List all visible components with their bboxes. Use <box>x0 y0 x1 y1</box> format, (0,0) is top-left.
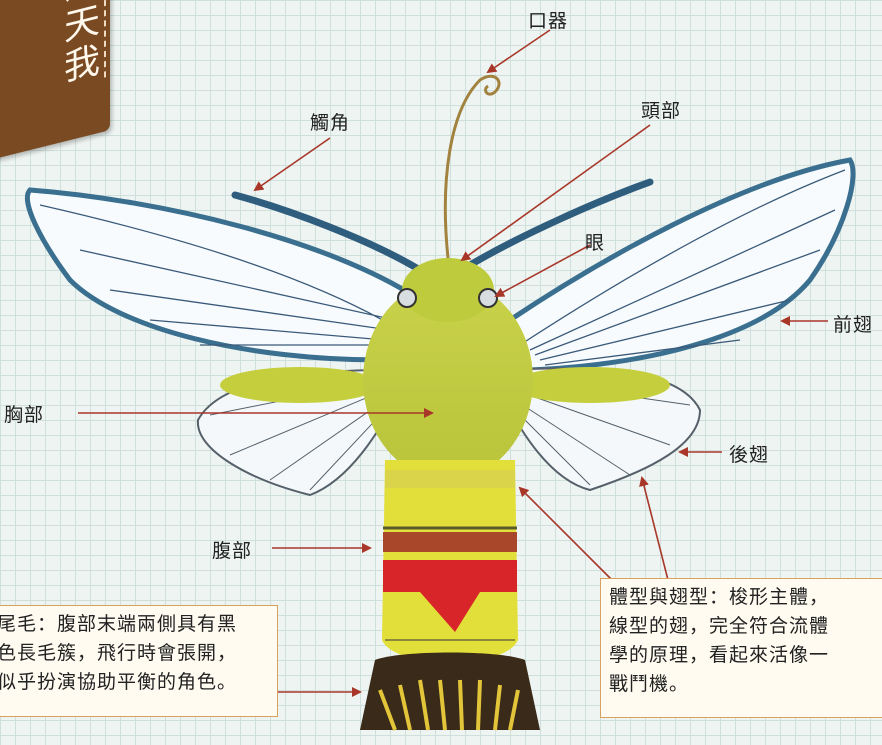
label-thorax: 胸部 <box>4 400 44 427</box>
tail-tuft <box>360 653 540 731</box>
arrow-antenna <box>255 138 330 190</box>
label-proboscis: 口器 <box>528 6 568 33</box>
note-tail-hair: 尾毛：腹部末端兩側具有黑 色長毛簇，飛行時會張開， 似乎扮演協助平衡的角色。 <box>0 605 278 717</box>
label-head: 頭部 <box>641 96 681 123</box>
label-eye: 眼 <box>585 228 605 255</box>
thorax-tuft-right <box>510 367 670 403</box>
note-body-line-1: 體型與翅型：梭形主體， <box>609 583 881 612</box>
label-hindwing: 後翅 <box>729 440 769 467</box>
note-body-line-4: 戰鬥機。 <box>609 670 881 699</box>
note-tail-line-2: 色長毛簇，飛行時會張開， <box>0 639 269 668</box>
note-body-line-3: 學的原理，看起來活像一 <box>609 641 881 670</box>
label-abdomen: 腹部 <box>212 536 252 563</box>
note-body-line-2: 線型的翅，完全符合流體 <box>609 612 881 641</box>
arrow-body-shape <box>520 488 612 580</box>
arrow-proboscis <box>488 30 550 72</box>
forewing-left <box>27 190 420 360</box>
label-forewing: 前翅 <box>833 310 873 337</box>
proboscis <box>445 76 499 258</box>
arrow-wing-shape <box>642 478 668 580</box>
note-body-shape: 體型與翅型：梭形主體， 線型的翅，完全符合流體 學的原理，看起來活像一 戰鬥機。 <box>600 578 882 718</box>
abdomen <box>382 460 518 663</box>
note-tail-line-1: 尾毛：腹部末端兩側具有黑 <box>0 610 269 639</box>
eye-left <box>398 289 416 307</box>
label-antenna: 觸角 <box>310 108 350 135</box>
head <box>402 258 494 322</box>
eye-right <box>479 289 497 307</box>
forewing-right <box>510 160 853 370</box>
note-tail-line-3: 似乎扮演協助平衡的角色。 <box>0 668 269 697</box>
thorax-tuft-left <box>220 367 380 403</box>
